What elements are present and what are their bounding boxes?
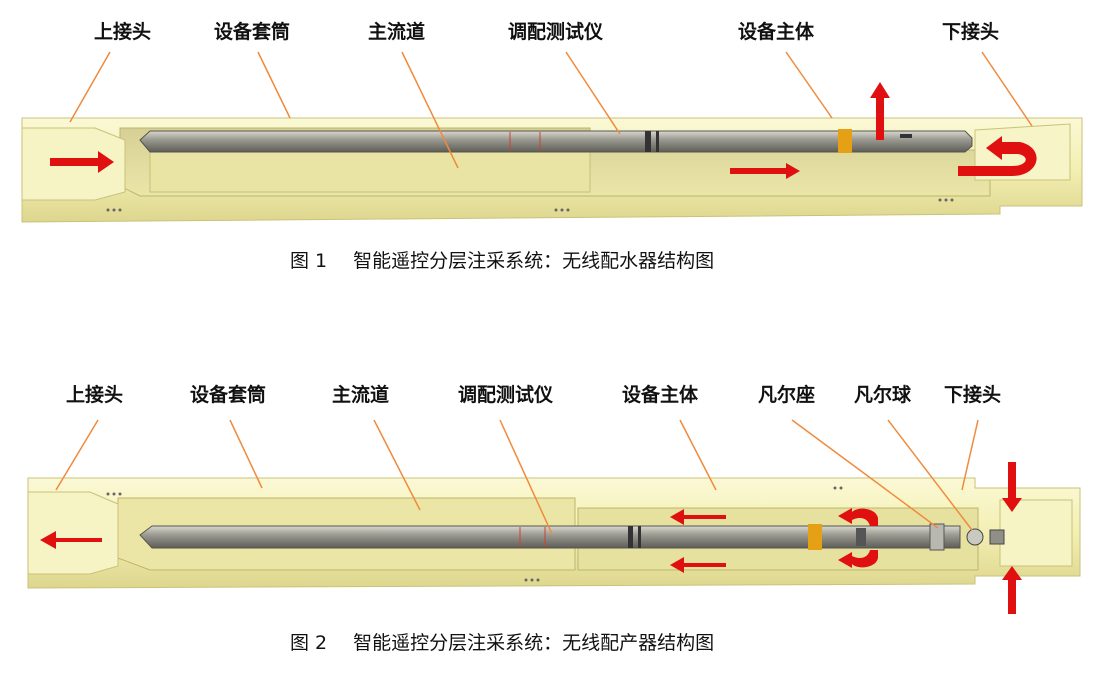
fig1-caption-number: 图 1 — [290, 250, 328, 272]
u-turn-arrow-icon — [958, 136, 1037, 176]
fig1-leader-lines — [69, 51, 1033, 169]
fig1-label-lower-joint: 下接头 — [942, 21, 1000, 43]
fig2-caption-number: 图 2 — [290, 632, 328, 654]
arrow-left-icon — [670, 557, 726, 573]
fig1-flow-arrows — [50, 82, 1037, 179]
fig2-flow-arrows — [40, 462, 1022, 614]
fig2-valve-seat — [929, 523, 945, 551]
fig1-label-tester: 调配测试仪 — [508, 21, 604, 43]
fig2-label-main-channel: 主流道 — [332, 384, 390, 406]
fig1-main-channel-lower — [149, 151, 591, 193]
fig2-caption-text: 智能遥控分层注采系统：无线配产器结构图 — [353, 632, 715, 654]
u-turn-arrow-icon — [838, 508, 878, 526]
figure1-diagram — [21, 51, 1083, 223]
figure2-diagram — [27, 419, 1081, 614]
fig2-upper-joint-mouth — [27, 491, 119, 575]
fig1-caption-text: 智能遥控分层注采系统：无线配水器结构图 — [353, 250, 715, 272]
fig2-label-tester: 调配测试仪 — [458, 384, 554, 406]
fig1-tool-rod — [139, 130, 973, 153]
fig2-label-valve-ball: 凡尔球 — [854, 384, 912, 406]
fig2-valve-ball — [966, 528, 984, 546]
fig2-label-equipment-sleeve: 设备套筒 — [190, 384, 267, 406]
fig2-tool-rod — [139, 525, 961, 549]
fig1-label-equipment-sleeve: 设备套筒 — [214, 21, 291, 43]
arrow-left-icon — [670, 509, 726, 525]
arrow-up-icon — [870, 82, 890, 140]
fig2-caption: 图 2 智能遥控分层注采系统：无线配产器结构图 — [290, 628, 714, 655]
arrow-left-icon — [40, 531, 102, 549]
fig1-label-upper-joint: 上接头 — [94, 21, 152, 43]
fig2-label-equipment-body: 设备主体 — [622, 384, 699, 406]
fig2-label-upper-joint: 上接头 — [66, 384, 124, 406]
arrow-down-icon — [1002, 462, 1022, 512]
fig2-band — [808, 524, 822, 550]
fig1-label-main-channel: 主流道 — [368, 21, 426, 43]
fig1-band — [838, 129, 852, 153]
fig2-label-lower-joint: 下接头 — [944, 384, 1002, 406]
fig1-caption: 图 1 智能遥控分层注采系统：无线配水器结构图 — [290, 246, 714, 273]
fig2-leader-lines — [55, 419, 979, 535]
fig2-label-valve-seat: 凡尔座 — [758, 384, 816, 406]
u-turn-arrow-icon — [838, 550, 878, 568]
arrow-right-icon — [50, 151, 114, 173]
fig1-label-equipment-body: 设备主体 — [738, 21, 815, 43]
arrow-right-icon — [730, 163, 800, 179]
arrow-up-icon — [1002, 566, 1022, 614]
